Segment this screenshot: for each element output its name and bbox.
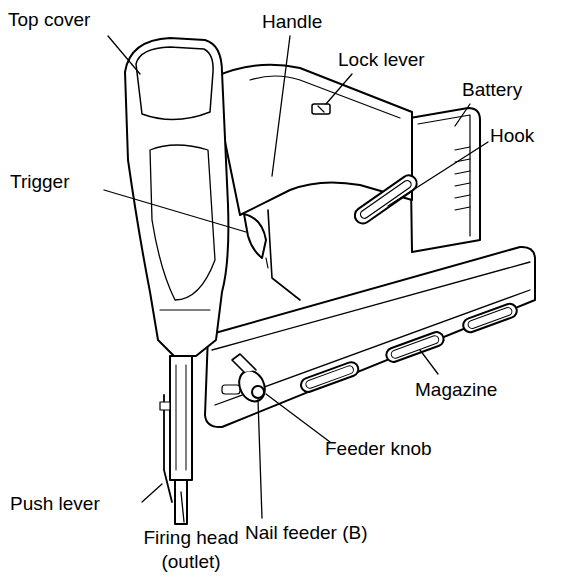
part-label: Firing head (outlet) xyxy=(132,526,250,574)
part-label: Magazine xyxy=(415,378,497,402)
part-label: Trigger xyxy=(10,170,69,194)
part-label: Nail feeder (B) xyxy=(245,521,368,545)
part-label: Lock lever xyxy=(338,48,425,72)
part-label: Feeder knob xyxy=(325,437,432,461)
part-label: Hook xyxy=(490,124,534,148)
part-label: Push lever xyxy=(10,492,100,516)
part-label: Handle xyxy=(262,10,322,34)
part-label: Battery xyxy=(462,78,522,102)
part-label: Top cover xyxy=(8,8,90,32)
